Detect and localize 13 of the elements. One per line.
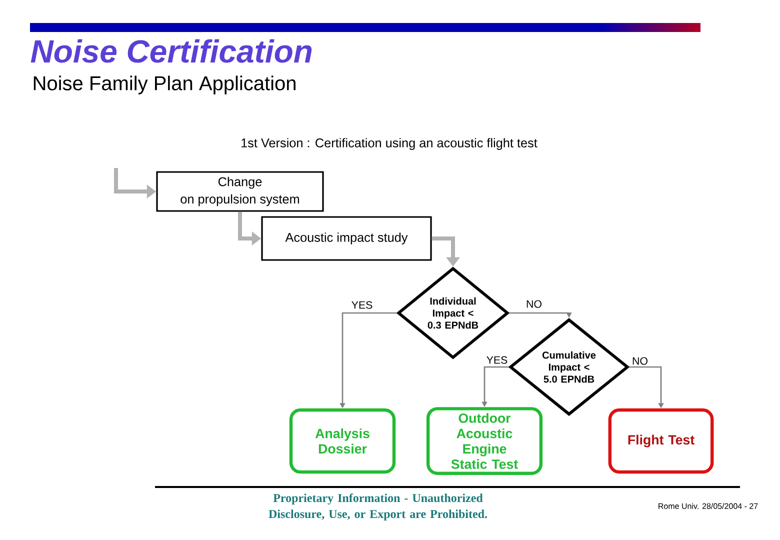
footer-note: Proprietary Information - Unauthorized Disclosure, Use, or Export are Prohibited. xyxy=(268,494,487,520)
title: Noise Certification xyxy=(30,39,312,63)
result-box: Outdoor Acoustic Engine Static Test xyxy=(426,407,543,475)
heading: 1st Version : Certification using an acoustic flight test xyxy=(242,138,538,150)
result-box: Analysis Dossier xyxy=(289,408,396,474)
process-box: Change on propulsion system xyxy=(156,171,324,212)
footer-date: Rome Univ. 28/05/2004 - 27 xyxy=(658,503,758,509)
process-box: Acoustic impact study xyxy=(261,216,432,261)
result-box: Flight Test xyxy=(608,408,714,474)
subtitle: Noise Family Plan Application xyxy=(34,76,296,94)
edge-label: NO xyxy=(526,300,542,308)
edge-label: YES xyxy=(352,301,372,309)
edge-label: NO xyxy=(632,357,648,365)
